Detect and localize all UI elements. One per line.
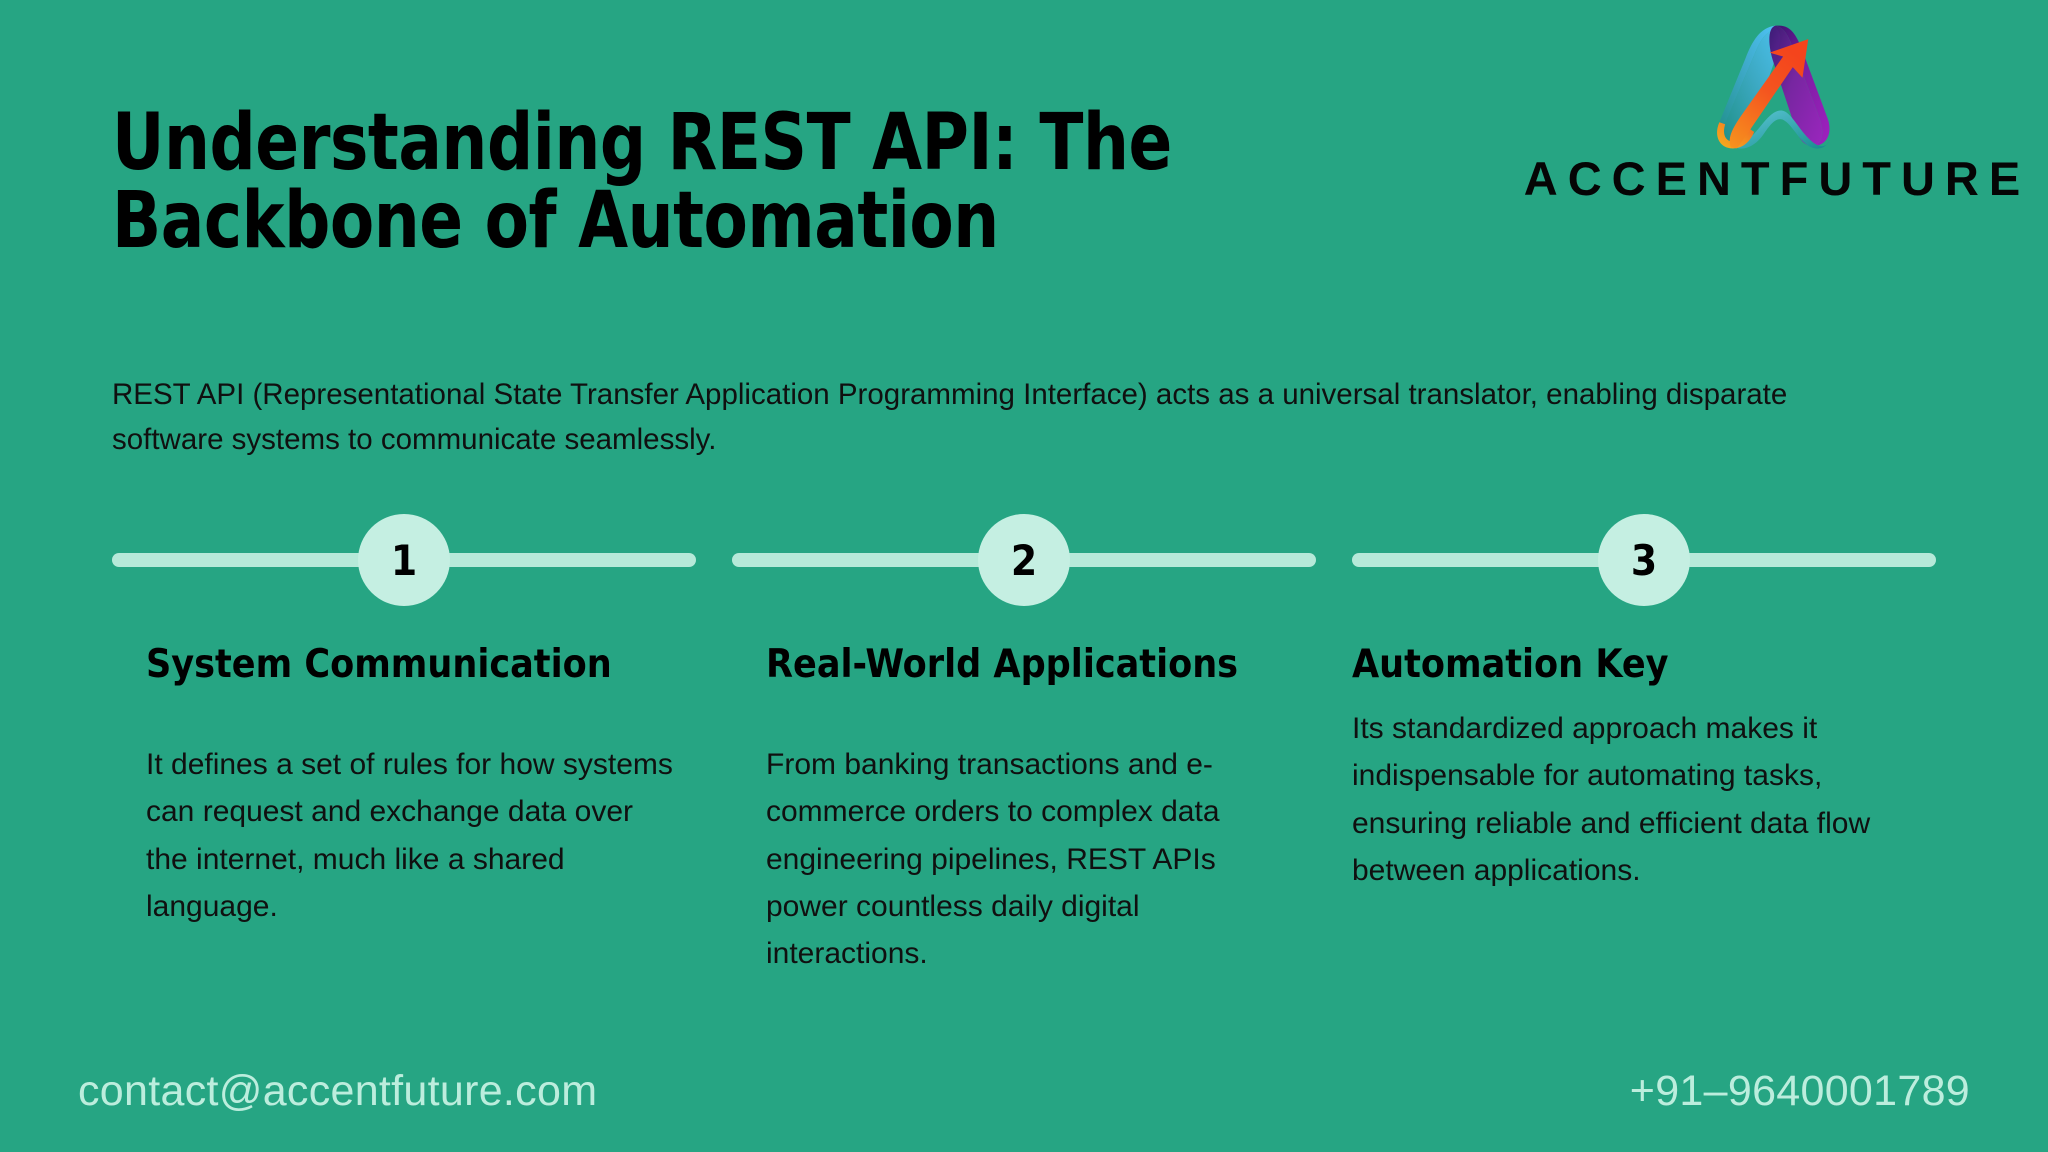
brand-wordmark: ACCENTFUTURE <box>1523 152 2031 205</box>
step-body-3: Its standardized approach makes it indis… <box>1352 711 1871 888</box>
step-column-2: 2 Real-World Applications From banking t… <box>732 512 1316 978</box>
footer-phone[interactable]: +91–9640001789 <box>1629 1067 1970 1115</box>
step-body-2: From banking transactions and e-commerce… <box>766 747 1220 971</box>
page-title-line-1: Understanding REST API: The <box>112 98 1172 188</box>
step-body-1: It defines a set of rules for how system… <box>146 747 673 924</box>
footer: contact@accentfuture.com +91–9640001789 <box>0 1067 2048 1116</box>
page-title: Understanding REST API: The Backbone of … <box>112 104 1262 260</box>
step-heading-3: Automation Key <box>1352 642 1669 687</box>
footer-email[interactable]: contact@accentfuture.com <box>78 1067 598 1115</box>
timeline-track-1: 1 <box>112 512 696 608</box>
step-heading-1: System Communication <box>146 642 612 687</box>
page-title-line-2: Backbone of Automation <box>112 176 999 266</box>
step-column-3: 3 Automation Key Its standardized approa… <box>1352 512 1936 978</box>
step-column-1: 1 System Communication It defines a set … <box>112 512 696 978</box>
step-number-badge-2: 2 <box>978 514 1070 606</box>
intro-paragraph: REST API (Representational State Transfe… <box>112 378 1788 457</box>
step-heading-2: Real-World Applications <box>766 642 1239 687</box>
timeline-track-3: 3 <box>1352 512 1936 608</box>
accentfuture-arrow-logo-icon <box>1716 25 1830 149</box>
timeline-track-2: 2 <box>732 512 1316 608</box>
step-number-badge-3: 3 <box>1598 514 1690 606</box>
steps-timeline: 1 System Communication It defines a set … <box>112 512 1936 978</box>
brand-logo: ACCENTFUTURE <box>1524 14 2020 202</box>
step-number-badge-1: 1 <box>358 514 450 606</box>
